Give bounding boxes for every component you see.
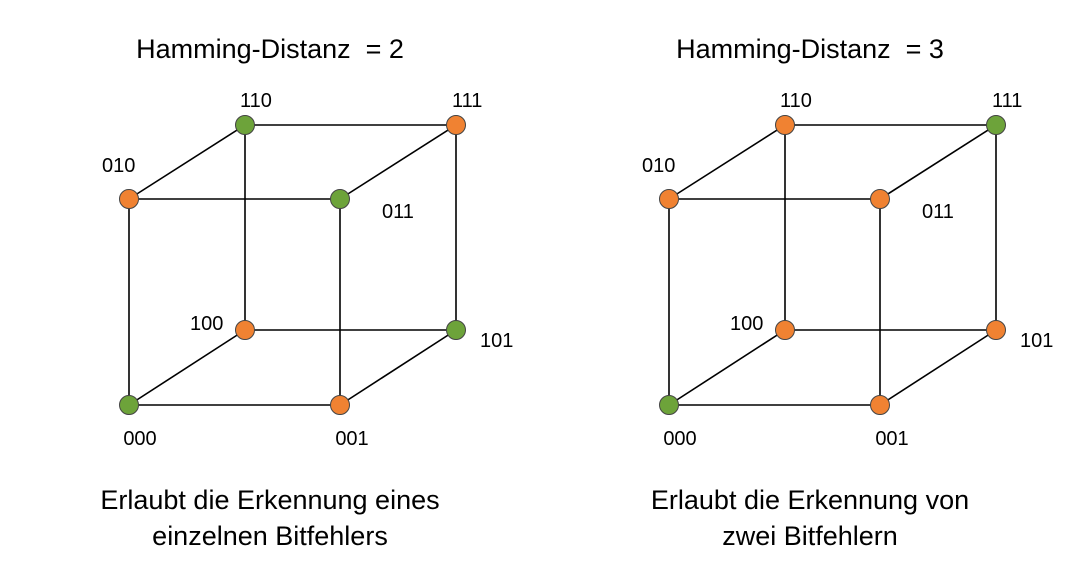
vertex-111 (986, 115, 1006, 135)
cube-edge-000-100 (128, 329, 246, 406)
vertex-label-011: 011 (922, 201, 954, 223)
vertex-label-010: 010 (642, 155, 675, 177)
vertex-label-001: 001 (875, 428, 908, 450)
panel-title: Hamming-Distanz = 2 (136, 34, 404, 64)
vertex-100 (775, 320, 795, 340)
vertex-101 (446, 320, 466, 340)
vertex-011 (870, 189, 890, 209)
vertex-label-111: 111 (992, 90, 1022, 112)
panel-hamming-distance-2: Hamming-Distanz = 2 000 001 010 011 100 101 11… (0, 0, 540, 578)
vertex-110 (775, 115, 795, 135)
vertex-010 (659, 189, 679, 209)
panel-title: Hamming-Distanz = 3 (676, 34, 944, 64)
vertex-label-110: 110 (780, 90, 812, 112)
cube-edge-001-101 (339, 329, 457, 406)
cube-edge-011-111 (339, 124, 457, 200)
cube-diagram: 000 001 010 011 100 101 110 111 (102, 90, 513, 450)
vertex-label-111: 111 (452, 90, 482, 112)
caption-line-1: Erlaubt die Erkennung eines (100, 485, 440, 515)
vertex-label-011: 011 (382, 201, 414, 223)
vertex-label-101: 101 (480, 330, 513, 352)
vertex-label-100: 100 (190, 313, 223, 335)
vertex-001 (330, 395, 350, 415)
vertex-101 (986, 320, 1006, 340)
vertex-label-100: 100 (730, 313, 763, 335)
vertex-label-000: 000 (663, 428, 696, 450)
cube-edge-010-110 (668, 124, 786, 200)
panel-caption: Erlaubt die Erkennung eines einzelnen Bi… (0, 482, 540, 554)
vertex-000 (659, 395, 679, 415)
vertex-111 (446, 115, 466, 135)
cube-edge-001-101 (879, 329, 997, 406)
vertex-100 (235, 320, 255, 340)
vertex-label-000: 000 (123, 428, 156, 450)
vertex-000 (119, 395, 139, 415)
cube-edge-010-110 (128, 124, 246, 200)
vertex-010 (119, 189, 139, 209)
vertex-label-101: 101 (1020, 330, 1053, 352)
vertex-label-110: 110 (240, 90, 272, 112)
caption-line-2: einzelnen Bitfehlers (152, 521, 388, 551)
cube-diagram: 000 001 010 011 100 101 110 111 (642, 90, 1053, 450)
panel-hamming-distance-3: Hamming-Distanz = 3 000 001 010 011 100 101 11… (540, 0, 1080, 578)
vertex-110 (235, 115, 255, 135)
panel-caption: Erlaubt die Erkennung von zwei Bitfehler… (540, 482, 1080, 554)
cube-edge-000-100 (668, 329, 786, 406)
vertex-001 (870, 395, 890, 415)
caption-line-2: zwei Bitfehlern (722, 521, 898, 551)
caption-line-1: Erlaubt die Erkennung von (650, 485, 970, 515)
vertex-011 (330, 189, 350, 209)
vertex-label-001: 001 (335, 428, 368, 450)
vertex-label-010: 010 (102, 155, 135, 177)
cube-edge-011-111 (879, 124, 997, 200)
